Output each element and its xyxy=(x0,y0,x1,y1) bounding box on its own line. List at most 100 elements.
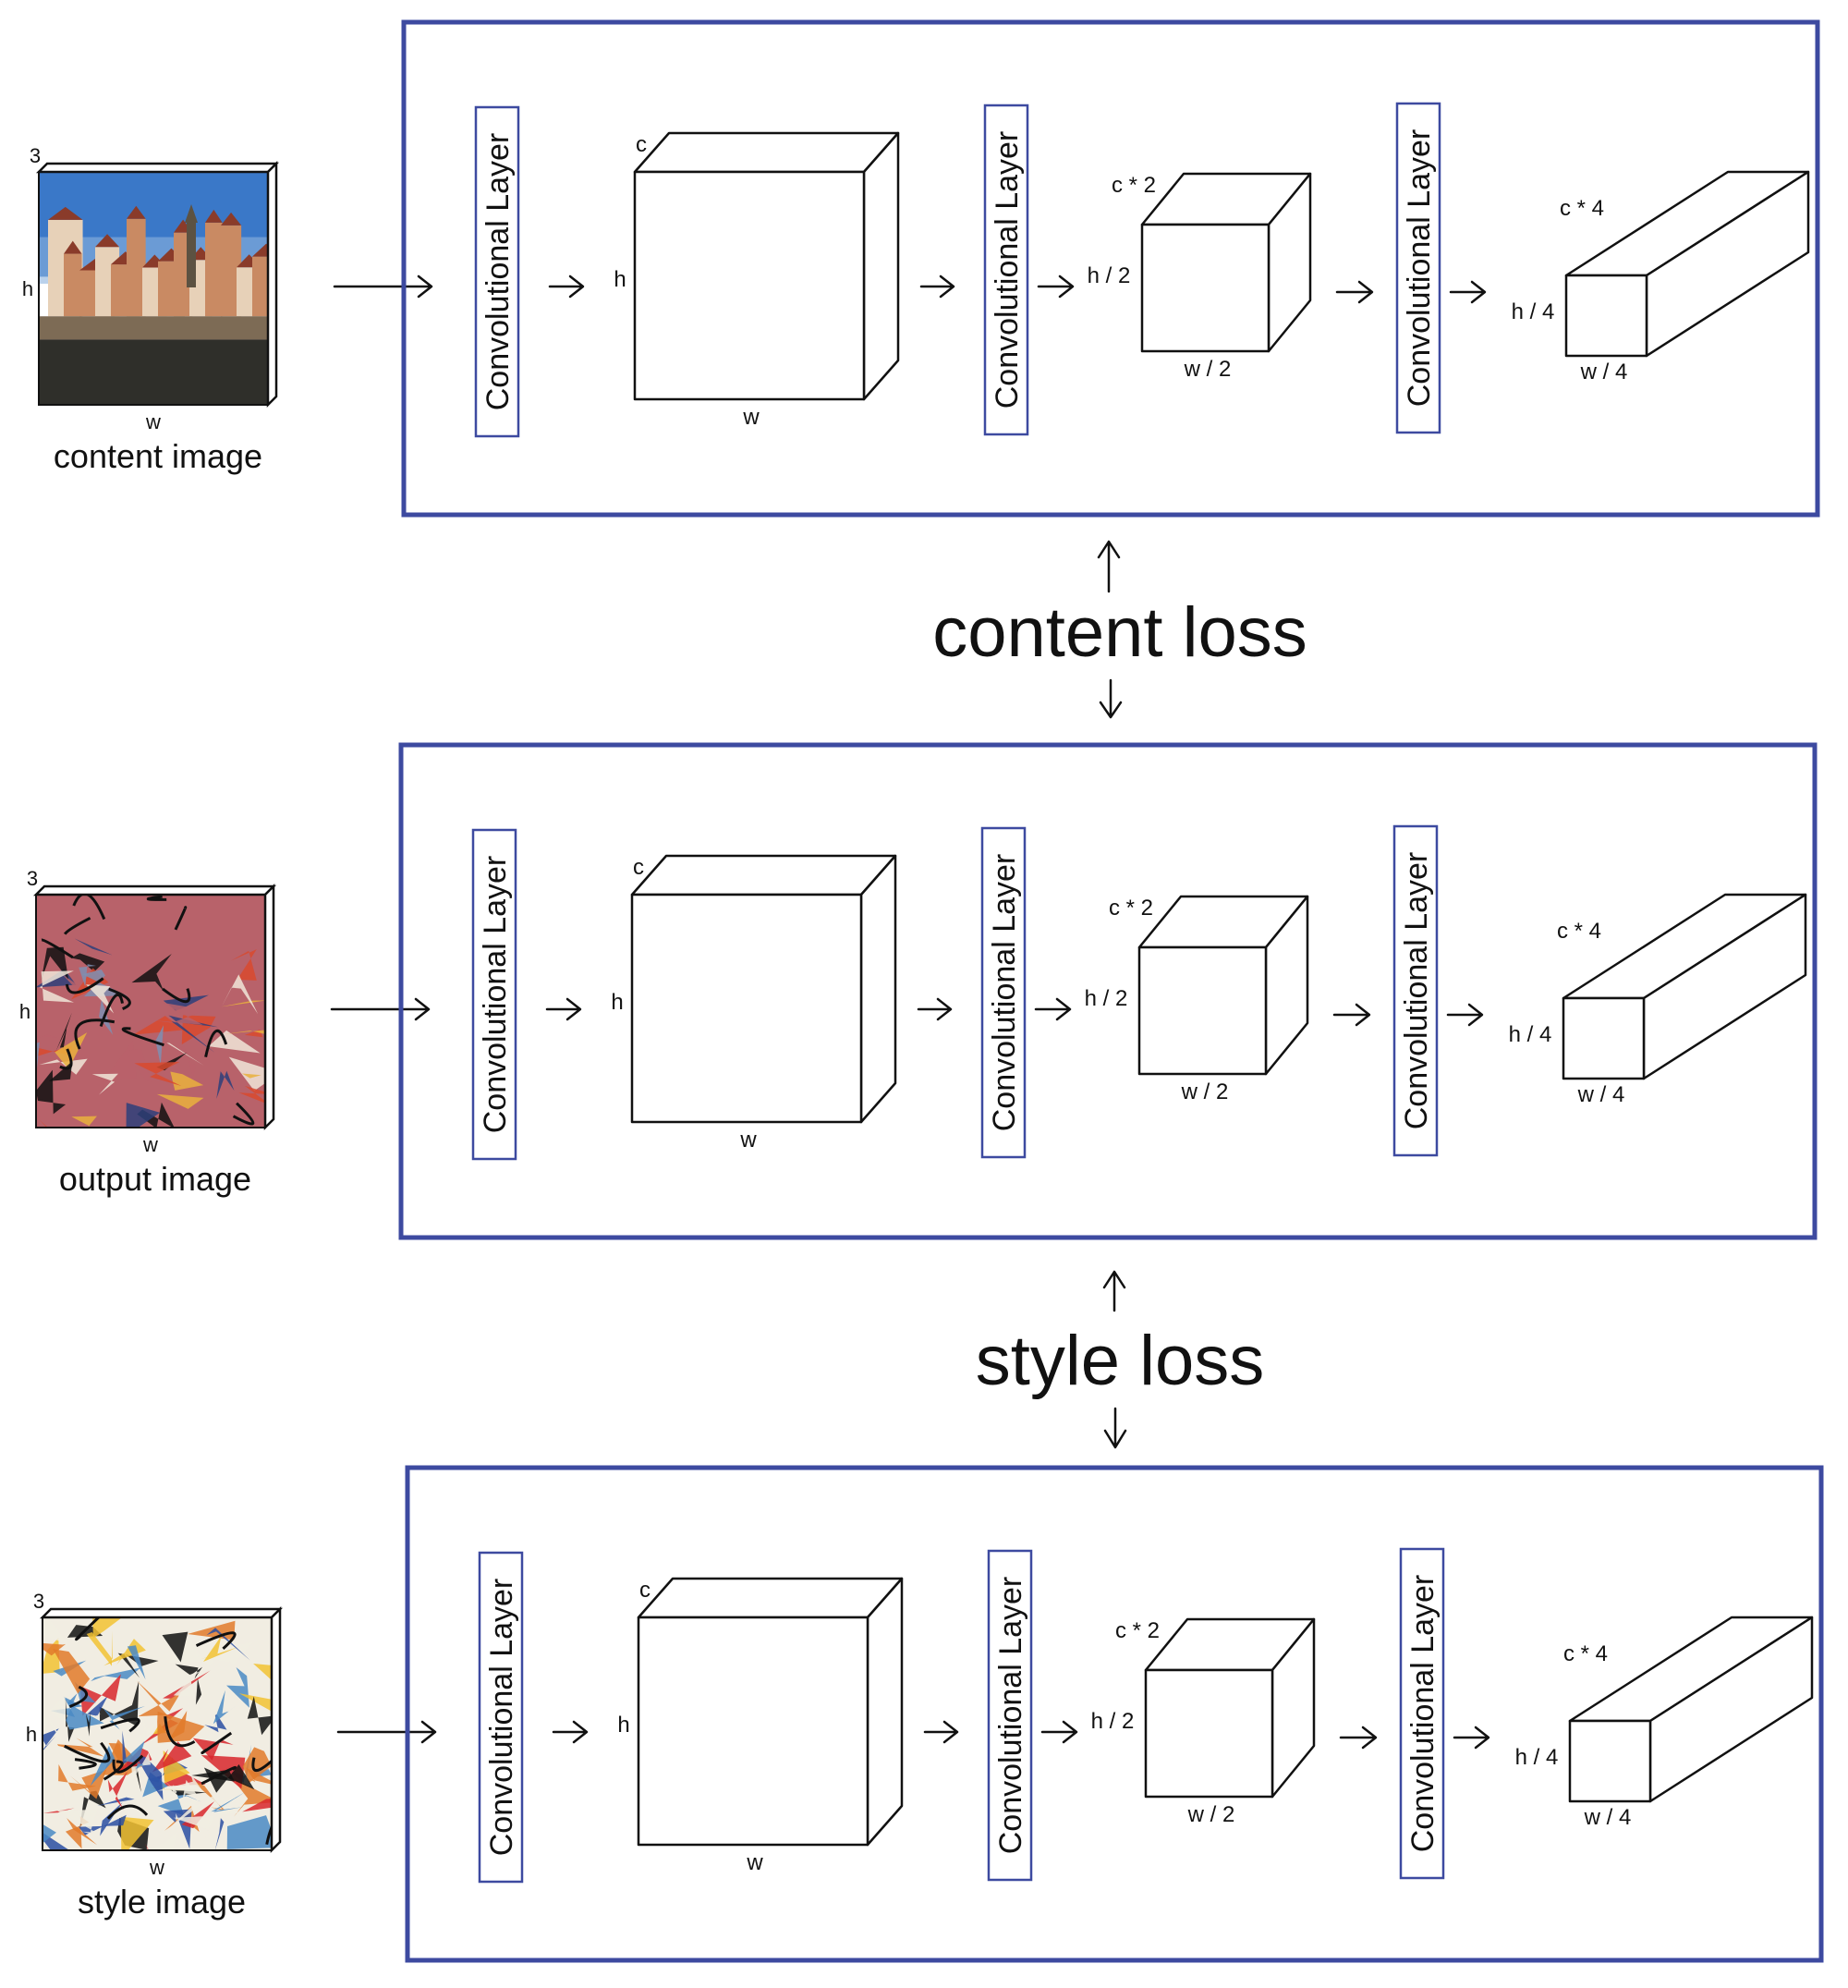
conv1-to-block1-arrow xyxy=(553,1722,587,1742)
block2-depth-label: c * 2 xyxy=(1115,1618,1160,1643)
feature-block-1-top-face xyxy=(635,133,898,172)
block3-height-label: h / 4 xyxy=(1509,1022,1552,1047)
feature-block-1-front-face xyxy=(632,895,861,1122)
block1-to-conv2-arrow xyxy=(925,1722,957,1742)
conv-layer-3: Convolutional Layer xyxy=(1394,826,1437,1155)
block3-width-label: w / 4 xyxy=(1584,1805,1632,1830)
feature-block-2-front-face xyxy=(1139,947,1266,1074)
feature-block-1-front-face xyxy=(638,1617,868,1845)
block2-height-label: h / 2 xyxy=(1091,1709,1135,1734)
block1-depth-label: c xyxy=(636,132,647,157)
block1-width-label: w xyxy=(746,1850,763,1875)
input-arrow xyxy=(334,276,432,297)
conv2-to-block2-arrow xyxy=(1042,1722,1076,1742)
image-width-label: w xyxy=(149,1856,164,1879)
feature-block-1-top-face xyxy=(638,1579,902,1617)
conv2-to-block2-arrow xyxy=(1039,276,1073,297)
image-side-edge xyxy=(272,1609,280,1850)
block2-to-conv3-arrow xyxy=(1334,1005,1369,1025)
block3-width-label: w / 4 xyxy=(1580,360,1628,384)
feature-block-3-front-face xyxy=(1566,275,1647,356)
style-loss-up-arrow xyxy=(1104,1272,1125,1311)
block2-width-label: w / 2 xyxy=(1187,1802,1235,1827)
network-row-2: 3hwoutput imageConvolutional LayerchwCon… xyxy=(12,745,1815,1238)
conv-layer-3: Convolutional Layer xyxy=(1397,104,1440,433)
block2-depth-label: c * 2 xyxy=(1109,896,1153,921)
conv3-to-block3-arrow xyxy=(1451,282,1485,302)
image-width-label: w xyxy=(145,410,161,433)
image-top-edge xyxy=(43,1609,280,1617)
block2-height-label: h / 2 xyxy=(1085,986,1128,1011)
block3-height-label: h / 4 xyxy=(1512,299,1555,324)
feature-block-1-side-face xyxy=(861,856,895,1122)
image-caption: output image xyxy=(59,1160,251,1198)
content-loss-up-arrow xyxy=(1099,542,1119,592)
block2-to-conv3-arrow xyxy=(1337,282,1372,302)
image-depth-label: 3 xyxy=(30,144,41,167)
style-loss-down-arrow xyxy=(1105,1409,1125,1447)
feature-block-3-front-face xyxy=(1570,1721,1650,1801)
conv-layer-3-label: Convolutional Layer xyxy=(1402,129,1437,408)
conv-layer-2-label: Convolutional Layer xyxy=(993,1577,1028,1855)
conv-layer-2: Convolutional Layer xyxy=(989,1551,1031,1880)
conv-layer-1-label: Convolutional Layer xyxy=(478,856,513,1134)
feature-block-1-top-face xyxy=(632,856,895,895)
conv-layer-2: Convolutional Layer xyxy=(985,105,1027,434)
image-caption: content image xyxy=(54,437,262,475)
style-loss-label: style loss xyxy=(976,1322,1265,1400)
image-top-edge xyxy=(36,886,274,895)
feature-block-2 xyxy=(1146,1619,1314,1797)
block2-depth-label: c * 2 xyxy=(1112,173,1156,198)
image-top-edge xyxy=(39,164,276,172)
image-side-edge xyxy=(265,886,274,1128)
feature-block-3-front-face xyxy=(1563,998,1644,1079)
input-image-0: 3 h w content image xyxy=(22,144,280,475)
block2-height-label: h / 2 xyxy=(1088,263,1131,288)
feature-block-1 xyxy=(635,133,898,399)
input-arrow xyxy=(338,1722,435,1742)
block1-width-label: w xyxy=(742,405,760,430)
conv3-to-block3-arrow xyxy=(1448,1005,1482,1025)
conv-layer-2: Convolutional Layer xyxy=(982,828,1025,1157)
conv-layer-2-label: Convolutional Layer xyxy=(990,131,1025,409)
block1-to-conv2-arrow xyxy=(918,999,951,1019)
block3-width-label: w / 4 xyxy=(1577,1082,1625,1107)
conv2-to-block2-arrow xyxy=(1036,999,1070,1019)
conv-layer-3-label: Convolutional Layer xyxy=(1399,852,1434,1130)
image-height-label: h xyxy=(26,1723,37,1746)
content-loss-down-arrow xyxy=(1100,680,1121,717)
network-row-3: 3 h w style image Convolutional Layer c h w Conv… xyxy=(26,1468,1821,1960)
block1-depth-label: c xyxy=(633,855,644,880)
conv1-to-block1-arrow xyxy=(550,276,583,297)
block2-width-label: w / 2 xyxy=(1184,357,1232,382)
feature-block-1-side-face xyxy=(868,1579,902,1845)
image-thumbnail xyxy=(39,172,280,405)
input-arrow xyxy=(332,999,429,1019)
image-caption: style image xyxy=(78,1883,246,1921)
content-loss-label: content loss xyxy=(932,593,1307,672)
feature-block-1 xyxy=(638,1579,902,1845)
feature-block-2-front-face xyxy=(1142,225,1269,351)
conv3-to-block3-arrow xyxy=(1454,1727,1489,1748)
conv-layer-3-label: Convolutional Layer xyxy=(1405,1575,1441,1853)
image-height-label: h xyxy=(22,277,33,300)
image-thumbnail xyxy=(30,1597,297,1868)
block1-height-label: h xyxy=(617,1713,629,1738)
conv-layer-2-label: Convolutional Layer xyxy=(987,854,1022,1132)
conv-layer-1: Convolutional Layer xyxy=(473,830,516,1159)
image-depth-label: 3 xyxy=(27,867,38,890)
block1-height-label: h xyxy=(614,267,626,292)
image-width-label: w xyxy=(142,1133,158,1156)
feature-block-2-front-face xyxy=(1146,1670,1272,1797)
block1-depth-label: c xyxy=(639,1578,650,1603)
feature-block-2 xyxy=(1139,896,1307,1074)
conv-layer-1-label: Convolutional Layer xyxy=(480,133,516,411)
input-image-2: 3 h w style image xyxy=(26,1590,298,1921)
block2-width-label: w / 2 xyxy=(1181,1079,1229,1104)
feature-block-2 xyxy=(1142,174,1310,351)
block1-height-label: h xyxy=(611,990,623,1015)
image-depth-label: 3 xyxy=(33,1590,44,1613)
feature-block-1 xyxy=(632,856,895,1122)
conv-layer-1: Convolutional Layer xyxy=(480,1553,522,1882)
